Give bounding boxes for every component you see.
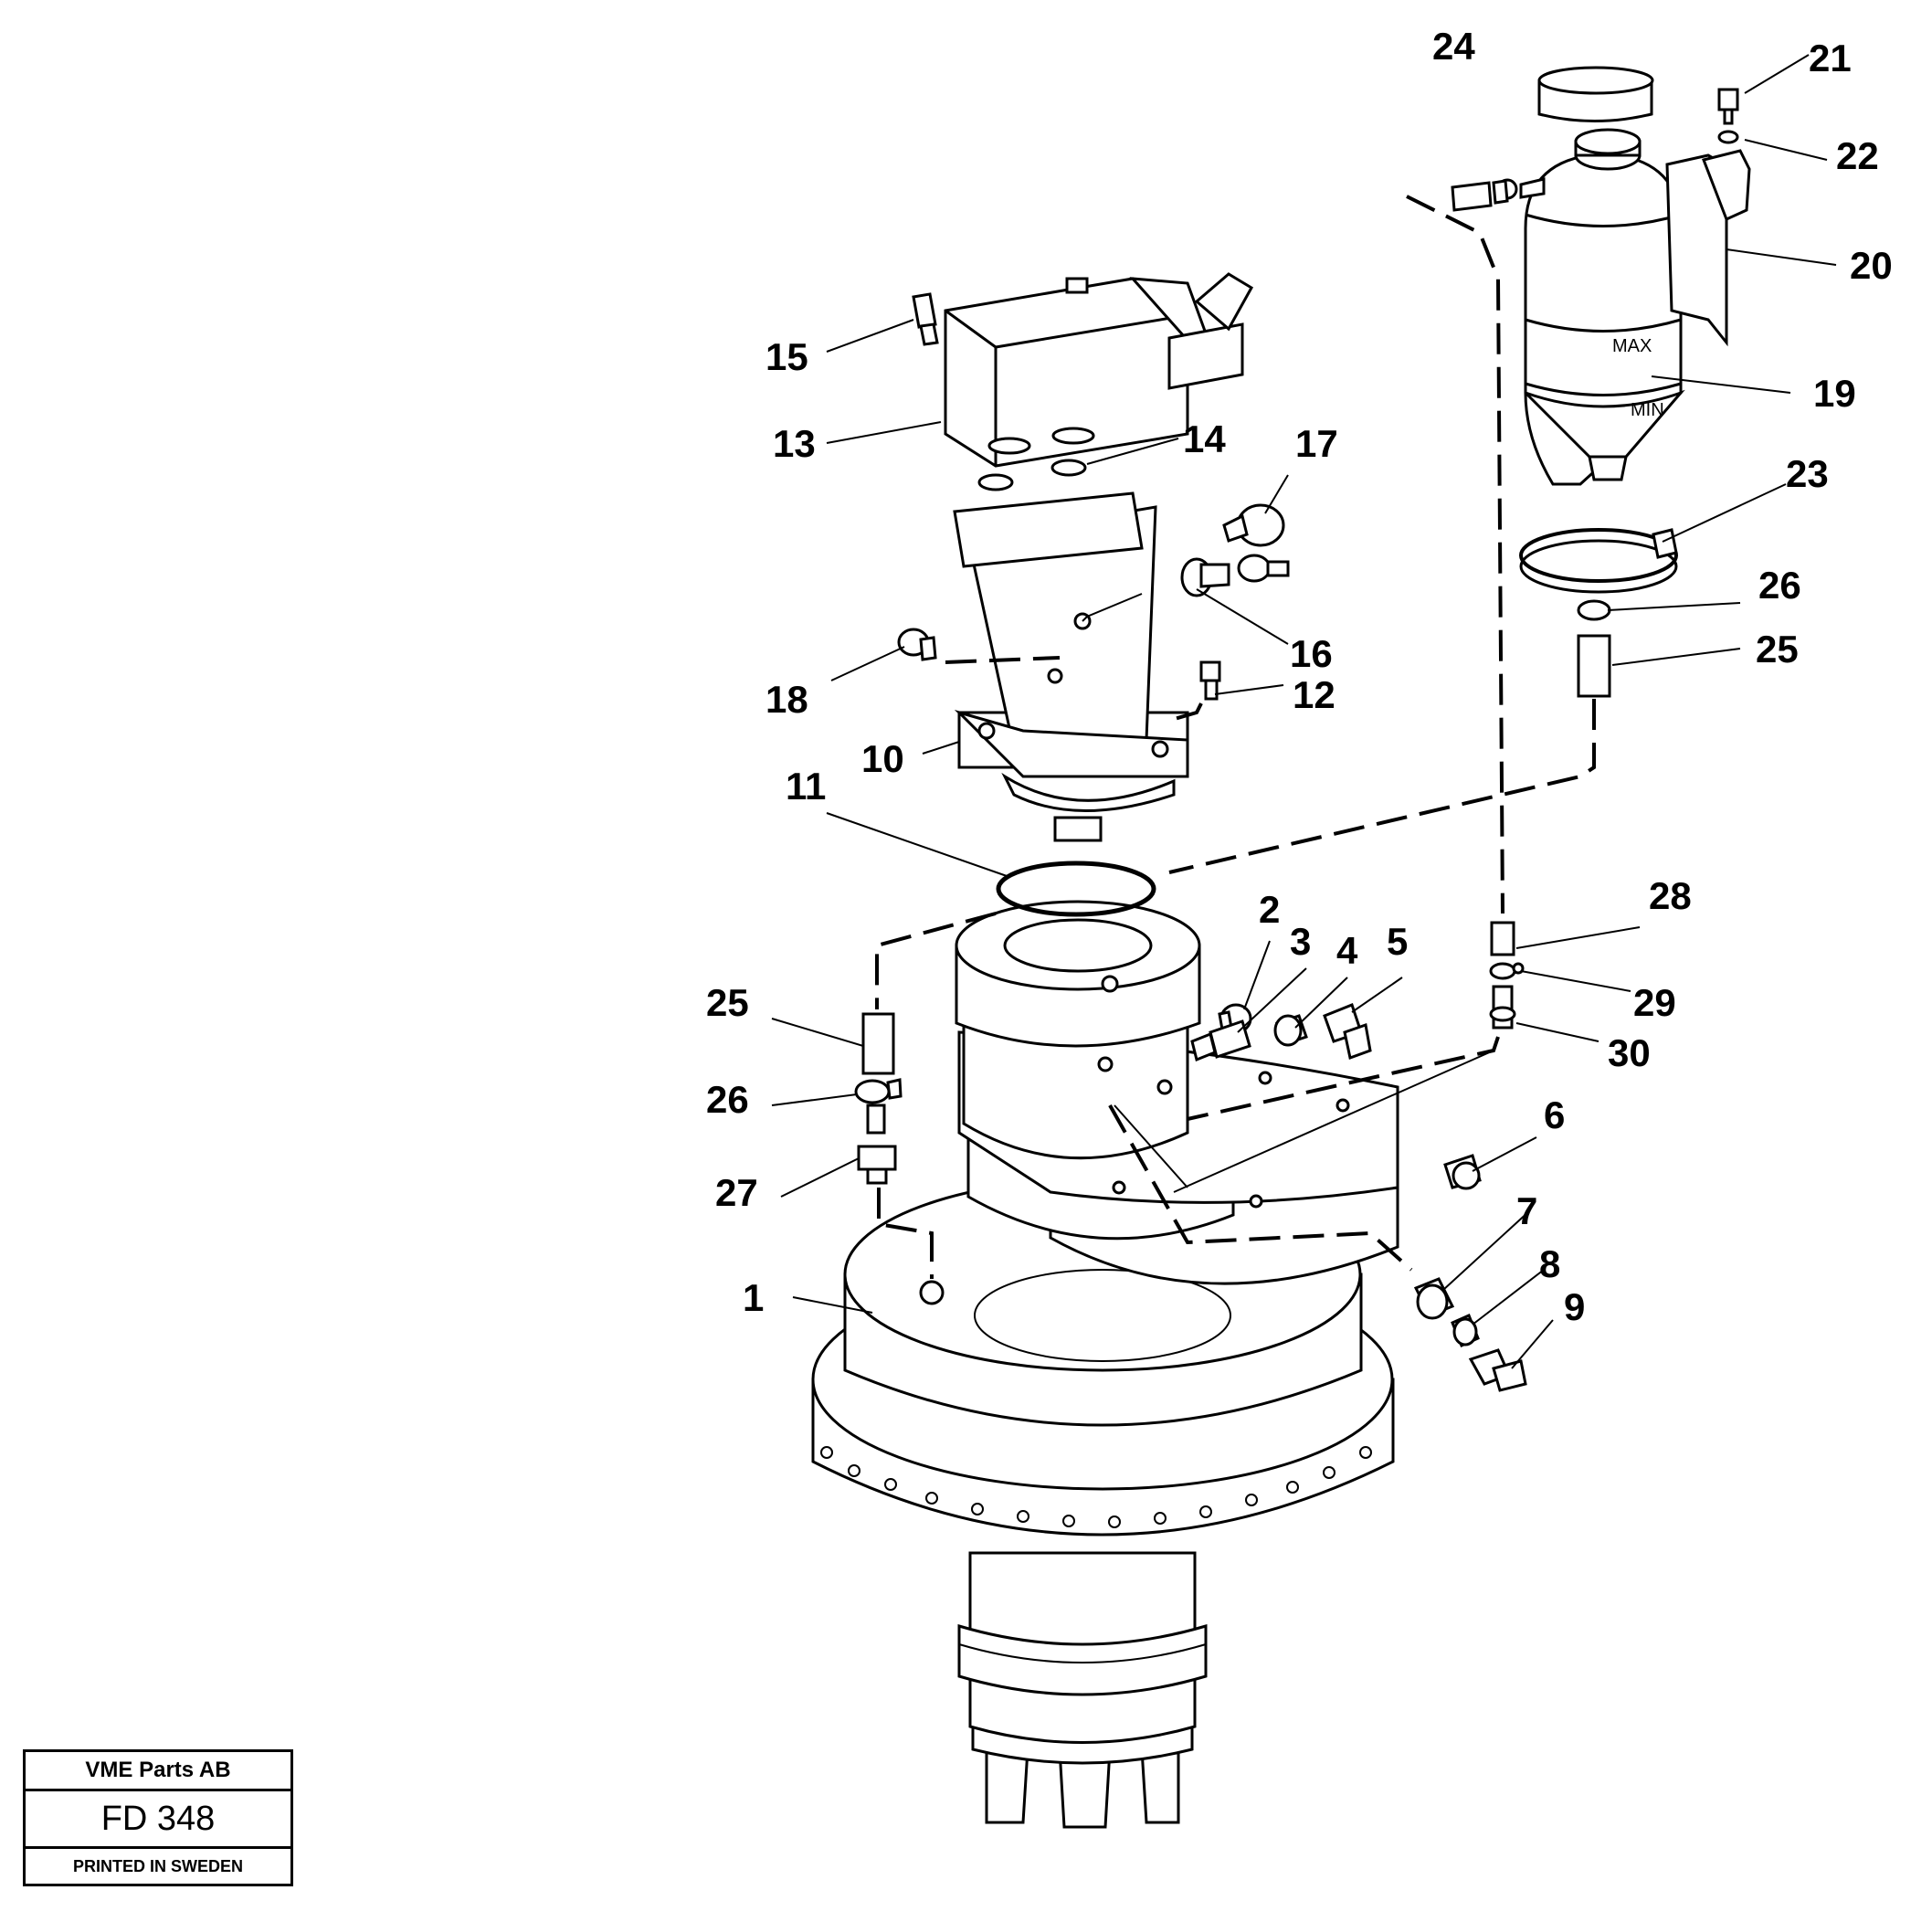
callout-4: 4 <box>1336 929 1358 972</box>
title-block-printed: PRINTED IN SWEDEN <box>72 1857 243 1875</box>
nipple-27 <box>857 1104 897 1185</box>
motor-adapter-housing <box>955 900 1399 1285</box>
callout-22: 22 <box>1836 134 1879 177</box>
callout-23: 23 <box>1786 452 1829 495</box>
screw-12 <box>1199 660 1221 701</box>
callout-1: 1 <box>743 1276 764 1319</box>
callout-12: 12 <box>1293 673 1336 716</box>
callout-numbers: 1 2 3 4 5 6 7 8 9 10 11 12 13 14 15 16 1… <box>706 25 1893 1328</box>
callout-25-lower: 25 <box>706 981 749 1024</box>
callout-25-upper: 25 <box>1756 628 1799 671</box>
hydraulic-motor <box>953 491 1189 842</box>
bracket-20 <box>1665 149 1751 347</box>
callout-15: 15 <box>765 335 808 378</box>
callout-19: 19 <box>1813 372 1856 415</box>
callout-6: 6 <box>1544 1093 1565 1136</box>
callout-26-lower: 26 <box>706 1078 749 1121</box>
tank-cap-24 <box>1537 66 1654 122</box>
callout-8: 8 <box>1539 1242 1560 1285</box>
clamp-26-upper <box>1577 599 1611 621</box>
callout-5: 5 <box>1387 920 1408 963</box>
hose-28 <box>1490 921 1515 956</box>
o-rings-14 <box>977 459 1087 491</box>
callout-14: 14 <box>1183 417 1226 460</box>
callout-29: 29 <box>1633 981 1676 1024</box>
clamp-29 <box>1489 962 1525 980</box>
callout-11: 11 <box>786 765 826 808</box>
o-ring <box>996 861 1156 917</box>
tank-min-mark: MIN <box>1631 400 1664 420</box>
screw-21-washer-22 <box>1717 88 1739 144</box>
plug-6 <box>1443 1154 1482 1190</box>
flange-bolt-holes <box>820 1446 1372 1528</box>
callout-17: 17 <box>1295 422 1338 465</box>
elbow-30 <box>1489 985 1516 1030</box>
callout-27: 27 <box>715 1171 758 1214</box>
hose-25-upper <box>1577 634 1611 698</box>
elbow-5 <box>1323 1003 1372 1060</box>
callout-9: 9 <box>1564 1285 1585 1328</box>
nipple-7 <box>1413 1277 1455 1320</box>
callout-30: 30 <box>1608 1031 1651 1074</box>
callout-7: 7 <box>1516 1189 1537 1232</box>
title-block-company: VME Parts AB <box>26 1752 290 1791</box>
callout-28: 28 <box>1649 874 1692 917</box>
callout-26-upper: 26 <box>1758 564 1801 607</box>
callout-10: 10 <box>861 737 904 780</box>
callout-18: 18 <box>765 678 808 721</box>
leader-lines <box>771 54 1837 1369</box>
callout-21: 21 <box>1809 37 1852 79</box>
tank-max-mark: MAX <box>1612 336 1652 356</box>
hose-clamp-23 <box>1519 528 1678 594</box>
callout-24: 24 <box>1432 25 1475 68</box>
screw-15 <box>912 292 939 346</box>
callout-3: 3 <box>1290 920 1311 963</box>
elbow-9 <box>1468 1348 1527 1392</box>
title-block-drawing-code: FD 348 <box>26 1791 290 1849</box>
callout-13: 13 <box>773 422 816 465</box>
gearbox-housing <box>811 1177 1395 1829</box>
breather-17 <box>1222 503 1285 547</box>
callout-2: 2 <box>1259 888 1280 931</box>
hose-25-lower <box>861 1012 895 1075</box>
fitting-16 <box>1180 554 1290 597</box>
adapter-8 <box>1451 1313 1480 1348</box>
oil-tank: MAX MIN <box>1451 128 1685 486</box>
title-block: VME Parts AB FD 348 PRINTED IN SWEDEN <box>23 1749 293 1886</box>
clamp-26-lower <box>854 1078 903 1104</box>
plug-18 <box>897 628 937 661</box>
callout-16: 16 <box>1290 632 1333 675</box>
callout-20: 20 <box>1850 244 1893 287</box>
adapter-4 <box>1273 1014 1308 1047</box>
valve-block <box>944 272 1254 468</box>
